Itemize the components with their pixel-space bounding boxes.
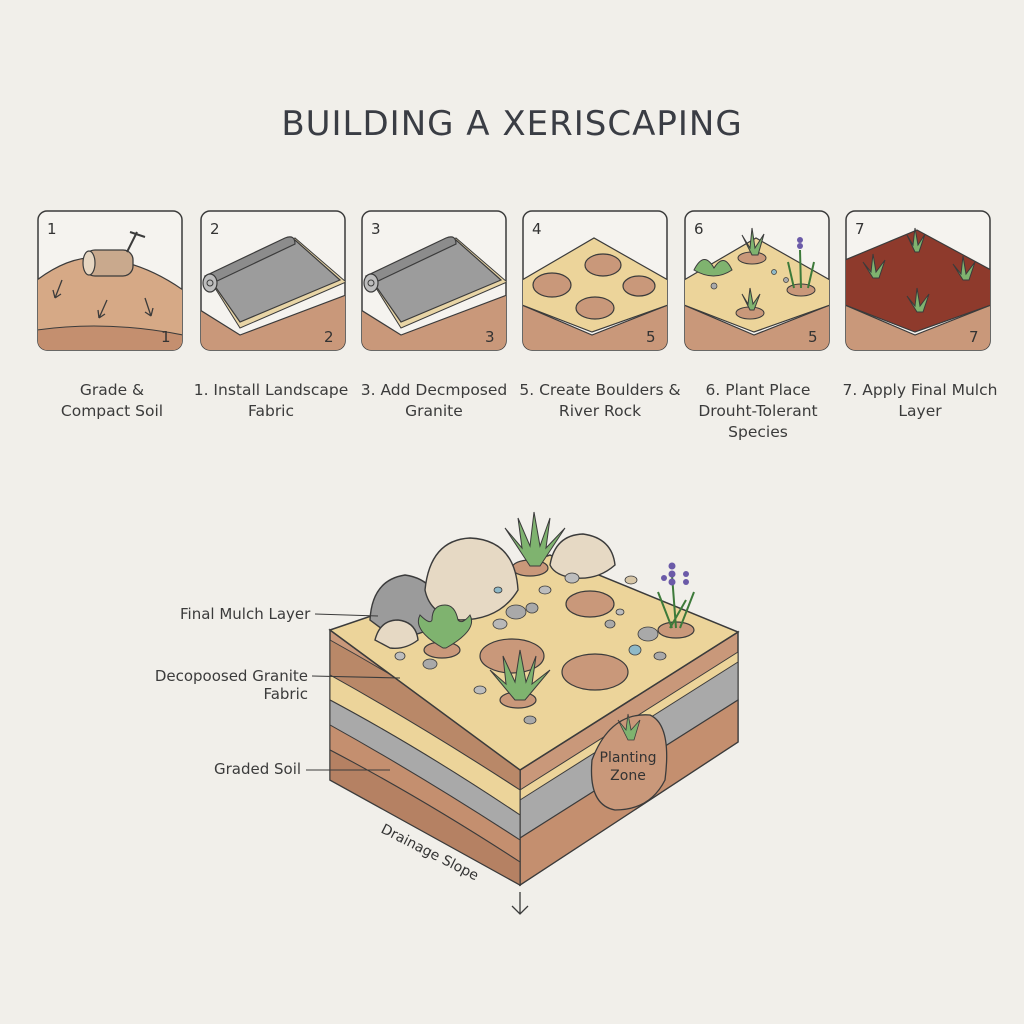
caption-line: 3. Add Decmposed [360,381,508,399]
step-number: 6 [694,220,704,238]
caption-line: Drouht-Tolerant [698,402,818,420]
plant-icon [693,227,816,320]
river-rock-pebbles [394,572,667,725]
mulch-icon [862,227,976,313]
step-caption-6: 7. Apply Final Mulch Layer [832,380,1008,422]
label-final-mulch: Final Mulch Layer [180,605,311,623]
step-corner-number: 1 [161,328,171,346]
step-caption-2: 1. Install Landscape Fabric [185,380,357,422]
step-panel-5: 6 5 [684,210,830,351]
caption-line: 5. Create Boulders & [519,381,681,399]
step-number: 4 [532,220,542,238]
label-decomposed-granite: Decopoosed Granite Fabric [150,667,308,703]
step-number: 7 [855,220,865,238]
step-number: 3 [371,220,381,238]
step-corner-number: 5 [646,328,656,346]
step-corner-number: 5 [808,328,818,346]
step-number: 1 [47,220,57,238]
planting-zone-label: Planting [600,750,657,766]
caption-line: Granite [405,402,463,420]
fabric-roll-icon [363,236,457,293]
leader-lines [306,613,401,771]
step-number: 2 [210,220,220,238]
caption-line: Compact Soil [60,402,164,420]
down-arrow-icon [511,892,529,915]
caption-line: Fabric [247,402,295,420]
step-corner-number: 3 [485,328,495,346]
step-panel-2: 2 2 [200,210,346,351]
caption-line: River Rock [558,402,642,420]
label-graded-soil: Graded Soil [214,760,302,778]
caption-line: Layer [898,402,942,420]
planting-zone-label: Zone [610,768,646,784]
succulent-plants [417,511,566,701]
caption-line: Species [728,423,788,441]
step-corner-number: 7 [969,328,979,346]
step-panel-6: 7 7 [845,210,991,351]
step-panel-3: 3 3 [361,210,507,351]
step-caption-1: Grade & Compact Soil [32,380,192,422]
step-caption-4: 5. Create Boulders & River Rock [510,380,690,422]
roller-icon [82,231,146,277]
boulders [369,533,616,650]
caption-line: 7. Apply Final Mulch [842,381,998,399]
planting-holes [423,559,695,709]
planting-zone-callout: Planting Zone [590,713,668,811]
step-caption-5: 6. Plant Place Drouht-Tolerant Species [678,380,838,443]
caption-line: Grade & [79,381,145,399]
step-panel-4: 4 5 [522,210,668,351]
boulder-icon [532,253,656,320]
step-panel-1: 1 1 [37,210,183,351]
lavender-plant [657,562,695,629]
caption-line: 6. Plant Place [705,381,811,399]
step-caption-3: 3. Add Decmposed Granite [354,380,514,422]
step-corner-number: 2 [324,328,334,346]
page-title: BUILDING A XERISCAPING [281,104,743,144]
caption-line: 1. Install Landscape [193,381,349,399]
fabric-roll-icon [202,236,296,293]
label-line: Decopoosed Granite [154,667,308,685]
label-line: Fabric [263,685,308,703]
